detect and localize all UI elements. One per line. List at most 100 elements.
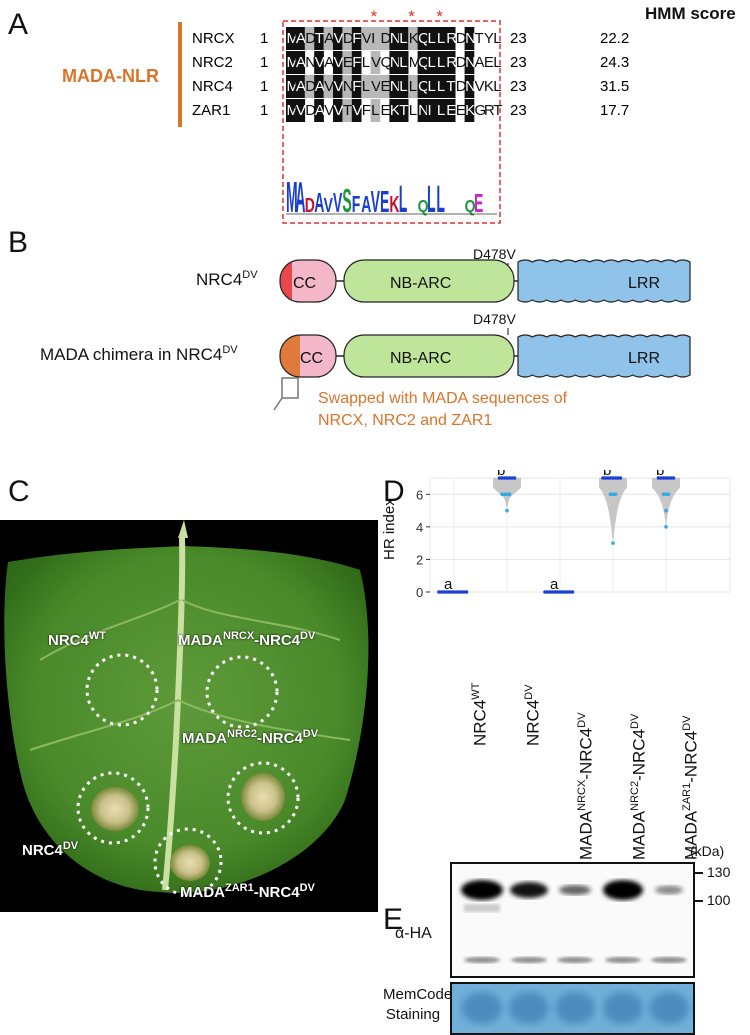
protein-band	[461, 880, 503, 900]
residue-shade	[389, 75, 400, 98]
residue: T	[315, 30, 324, 47]
seq-end: 23	[510, 30, 527, 47]
residue: N	[418, 102, 429, 119]
data-point	[459, 590, 464, 594]
residue-shade	[408, 27, 418, 50]
residue-shade	[398, 75, 409, 98]
group-letter: a	[550, 576, 559, 593]
lower-band	[464, 957, 500, 963]
residue-shade	[314, 75, 324, 98]
residue: A	[296, 78, 306, 95]
residue: L	[399, 30, 407, 47]
residue: V	[334, 54, 344, 71]
marker-100-label: 100	[707, 892, 731, 908]
seq-end: 23	[510, 102, 527, 119]
residue: A	[315, 78, 325, 95]
residue-shade	[445, 99, 456, 122]
data-point	[669, 476, 673, 480]
seq-name: NRCX	[192, 30, 235, 47]
spot-label-nrc4-dv: NRC4DV	[22, 840, 79, 859]
x-label-mada-nrcx: MADANRCX-NRC4DV	[576, 712, 596, 860]
stain-band	[462, 992, 502, 1024]
data-point	[560, 590, 565, 594]
residue: A	[324, 54, 334, 71]
residue-shade	[408, 75, 418, 98]
data-point	[666, 492, 671, 497]
x-label-nrc4-wt: NRC4WT	[470, 682, 490, 746]
residue-shade	[342, 99, 353, 122]
leaf-photo: NRC4WT MADANRCX-NRC4DV MADANRC2-NRC4DV N…	[0, 520, 378, 912]
residue: L	[428, 78, 436, 95]
data-point	[437, 590, 441, 594]
residue-shade	[333, 99, 343, 122]
stain-label-line1: MemCode	[383, 986, 453, 1003]
residue: R	[446, 54, 457, 71]
marker-130-label: 130	[707, 864, 731, 880]
data-point	[661, 476, 666, 480]
spot-label-nrc4-wt: NRC4WT	[48, 630, 106, 649]
residue-shade	[417, 75, 428, 98]
residue-shade	[361, 27, 371, 50]
conserved-asterisk: *	[436, 7, 443, 26]
lesion-mada-zar1	[170, 845, 210, 881]
residue: V	[334, 30, 344, 47]
data-point	[656, 476, 661, 480]
data-point	[505, 492, 509, 497]
protein-band	[559, 885, 591, 895]
residue: F	[362, 102, 371, 119]
data-point	[548, 590, 552, 594]
logo-letter: Q	[418, 196, 429, 216]
residue-shade	[342, 27, 353, 50]
data-point	[664, 476, 668, 480]
protein-band	[510, 882, 548, 898]
seq-name: NRC2	[192, 54, 233, 71]
residue: D	[381, 30, 392, 47]
panel-label-b: B	[8, 226, 29, 259]
lesion-nrc4-dv	[91, 787, 139, 831]
residue-shade	[295, 99, 306, 122]
residue-shade	[398, 99, 409, 122]
logo-letter: L	[399, 179, 408, 221]
data-point	[603, 476, 608, 480]
logo-letter: V	[371, 185, 380, 220]
residue-shade	[464, 75, 475, 98]
residue: D	[343, 30, 354, 47]
residue: N	[465, 54, 476, 71]
hmm-score-header: HMM score	[645, 4, 736, 23]
residue: E	[456, 102, 466, 119]
data-point	[659, 476, 663, 480]
residue-shade	[389, 27, 400, 50]
residue-shade	[333, 27, 343, 50]
residue: T	[475, 30, 484, 47]
data-point	[608, 492, 613, 497]
data-point	[505, 476, 509, 480]
residue-shade	[398, 27, 409, 50]
residue: K	[465, 102, 475, 119]
residue-shade	[370, 75, 381, 98]
logo-letter: L	[427, 179, 436, 221]
residue-shade	[464, 51, 475, 74]
stain-label-line2: Staining	[385, 1006, 441, 1023]
residue-shade	[389, 99, 400, 122]
residue-shade	[304, 75, 315, 98]
spot-circle-mada-nrc2	[226, 761, 300, 835]
lower-band	[557, 957, 593, 963]
residue-shade	[361, 75, 371, 98]
western-blot	[450, 862, 695, 978]
residue: R	[484, 102, 495, 119]
highlight-box	[282, 20, 501, 224]
data-point	[505, 508, 509, 513]
construct2-lrr-domain	[517, 334, 691, 378]
panel-label-a: A	[8, 8, 29, 41]
residue: L	[409, 78, 417, 95]
residue-shade	[351, 51, 362, 74]
x-label-mada-zar1: MADAZAR1-NRC4DV	[681, 715, 701, 860]
residue: D	[305, 102, 316, 119]
residue: L	[437, 54, 445, 71]
data-point	[666, 476, 671, 480]
logo-letter: M	[286, 173, 298, 221]
construct1-mutation: D478V	[473, 246, 516, 262]
residue-shade	[323, 75, 334, 98]
residue-shade	[427, 27, 437, 50]
